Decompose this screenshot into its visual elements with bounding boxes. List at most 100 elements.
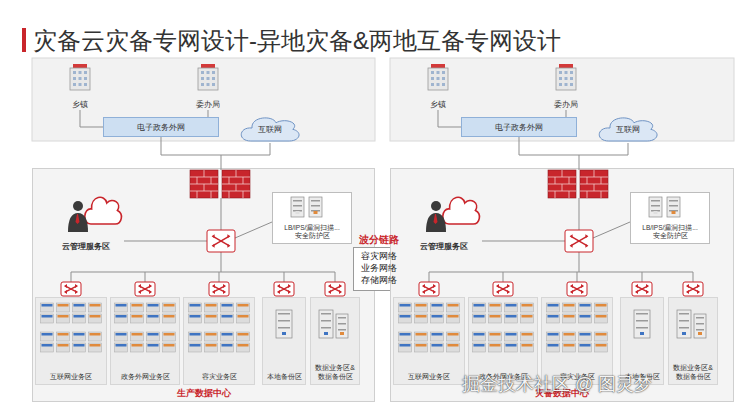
switch-arrowhead [697, 284, 700, 288]
switch-arrowhead [339, 284, 342, 288]
server-slot [651, 200, 660, 202]
rack-light [74, 344, 85, 347]
rack-light [490, 333, 501, 336]
rack-light [490, 344, 501, 347]
switch-icon [274, 282, 294, 296]
building-window [565, 77, 568, 80]
server-rack [189, 303, 202, 312]
server-rack [163, 303, 176, 312]
building-window [73, 71, 76, 74]
server-icon [309, 197, 322, 217]
server-rack [205, 314, 218, 323]
switch-arrowhead [507, 284, 510, 288]
rack-light [238, 315, 249, 318]
building-window [79, 71, 82, 74]
server-rack [237, 303, 250, 312]
server-light [640, 332, 644, 335]
server-rack [431, 332, 444, 341]
switch-arrowhead [288, 290, 291, 294]
server-icon [336, 314, 348, 338]
server-rack [447, 332, 460, 341]
rack-light [432, 304, 443, 307]
connectors [80, 110, 566, 127]
node-label: 乡镇 [72, 100, 88, 110]
server-rack [415, 343, 428, 352]
server-rack [131, 303, 144, 312]
server-rack [131, 314, 144, 323]
building-window [442, 77, 445, 80]
building-window [212, 77, 215, 80]
network-wire [503, 272, 504, 283]
business-zone: 本地备份区 [262, 297, 306, 385]
switch-arrowhead [277, 290, 280, 294]
switch-arrowhead [149, 284, 152, 288]
server-light [324, 332, 328, 335]
server-rack [221, 332, 234, 341]
server-slot [696, 323, 704, 325]
network-wire [693, 272, 694, 283]
rack-light [116, 304, 127, 307]
cloud-shape: 互联网 [238, 113, 302, 143]
node-label: 本地备份区 [267, 373, 302, 381]
firewall-bricks [580, 170, 608, 198]
rack-light [548, 304, 559, 307]
server-rack [579, 332, 592, 341]
server-icon [319, 310, 333, 338]
business-zone: 容灾业务区 [183, 297, 255, 385]
server-rack [115, 332, 128, 341]
node-label: 互联网 [258, 124, 282, 135]
security-zone: LB/IPS/漏洞扫描... 安全防护区 [630, 192, 710, 244]
building-window [207, 83, 210, 86]
rack-light [580, 333, 591, 336]
switch-arrowhead [635, 284, 638, 288]
rack-light [42, 333, 53, 336]
rack-light [148, 333, 159, 336]
switch-arrowhead [433, 284, 436, 288]
rack-light [580, 304, 591, 307]
rack-light [116, 333, 127, 336]
network-wire [579, 143, 628, 155]
server-rack [237, 314, 250, 323]
switch-arrows [636, 286, 648, 292]
server-rack [57, 343, 70, 352]
node-label: 委办局 [196, 100, 220, 110]
server-slot [278, 327, 290, 329]
server-rack [89, 343, 102, 352]
business-zone: 容灾业务区 [541, 297, 613, 385]
server-rack [505, 343, 518, 352]
building-body [70, 68, 90, 90]
rack-light [222, 344, 233, 347]
building-window [559, 83, 562, 86]
rack-light [522, 304, 533, 307]
rack-light [74, 304, 85, 307]
switch-arrowhead [570, 244, 573, 248]
node-label: 政务外网业务区 [479, 373, 528, 381]
server-slot [321, 320, 331, 322]
server-light [282, 332, 286, 335]
server-rack [431, 343, 444, 352]
switch-arrows [329, 286, 341, 292]
rack-light [238, 333, 249, 336]
building-window [207, 71, 210, 74]
server-slot [636, 320, 648, 322]
node-label: 电子政务外网 [495, 122, 543, 133]
illustration [41, 64, 707, 352]
rack-light [190, 333, 201, 336]
server-rack [595, 314, 608, 323]
building-window [212, 83, 215, 86]
building-body [428, 68, 448, 90]
server-rack [237, 332, 250, 341]
rack-light [42, 344, 53, 347]
rack-light [564, 333, 575, 336]
node-label: 灾备数据中心 [391, 387, 733, 400]
building-window [84, 77, 87, 80]
site-icon: 委办局 [188, 62, 228, 110]
server-rack [595, 332, 608, 341]
rack-light [164, 333, 175, 336]
business-zone: 互联网业务区 [35, 297, 107, 385]
switch-arrows [213, 236, 230, 246]
rack-light [74, 315, 85, 318]
switch-arrowhead [75, 290, 78, 294]
network-wire [221, 198, 222, 230]
server-icon [634, 310, 650, 338]
